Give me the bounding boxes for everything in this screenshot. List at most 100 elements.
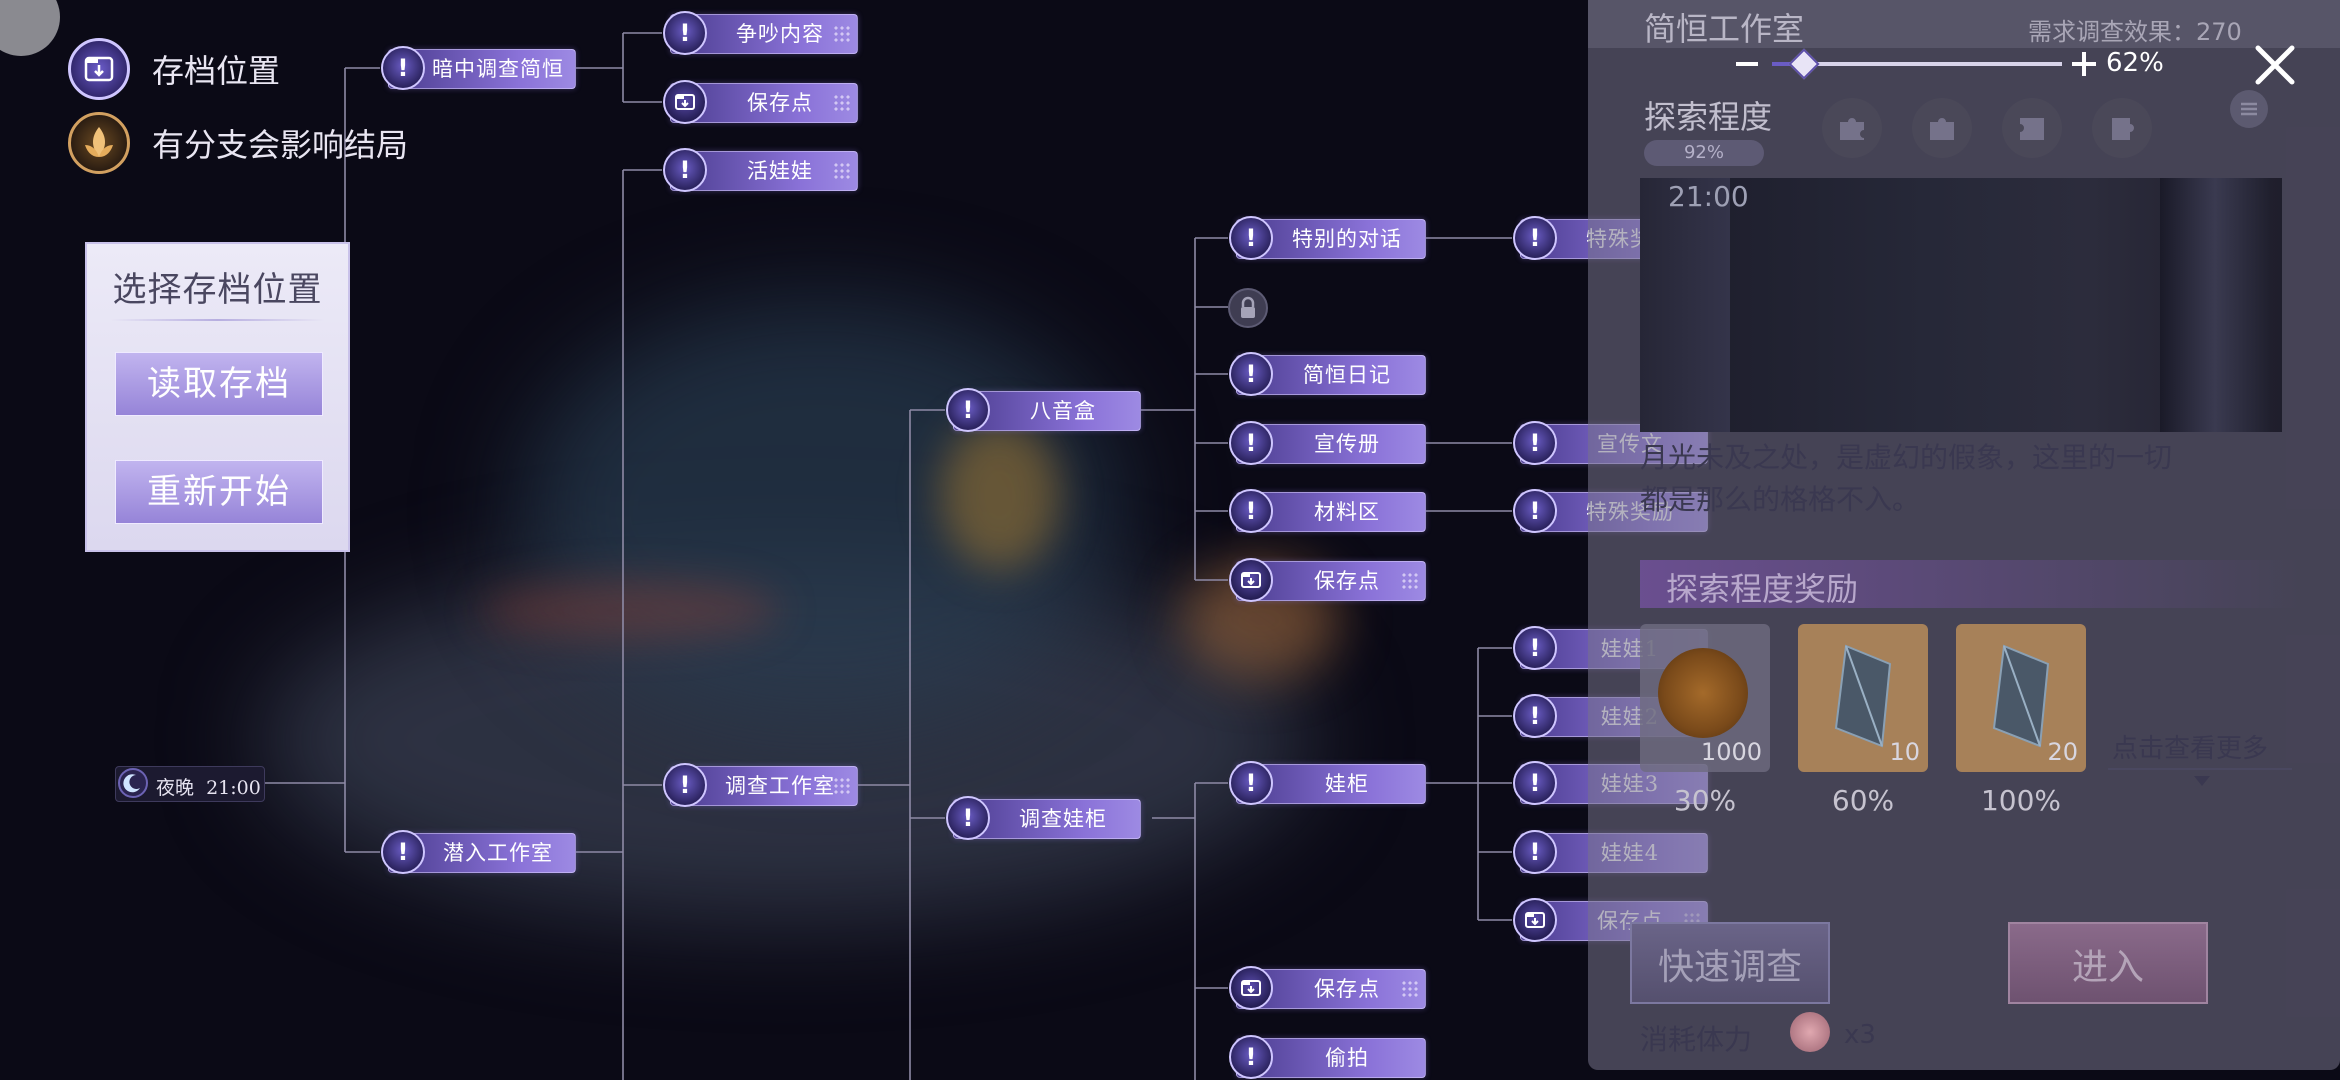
exclamation-icon: ! (663, 148, 707, 192)
save-folder-icon (1229, 966, 1273, 1010)
exclamation-icon: ! (663, 763, 707, 807)
reward-header-bar (1640, 560, 2300, 608)
enter-button[interactable]: 进入 (2008, 922, 2208, 1004)
quick-investigate-label: 快速调查 (1657, 947, 1802, 988)
node-diary[interactable]: ! 简恒日记 (1229, 352, 1426, 396)
stamina-flower-icon (1790, 1012, 1830, 1052)
zoom-slider-handle[interactable] (1788, 48, 1820, 80)
exclamation-icon: ! (381, 830, 425, 874)
location-detail-panel: 简恒工作室 需求调查效果：270 探索程度 92% 21:00 月光未及之处，是… (1588, 0, 2340, 1070)
scene-image: 21:00 (1640, 178, 2282, 432)
crystal-icon (1834, 644, 1892, 748)
exclamation-icon: ! (1513, 489, 1557, 533)
exclamation-icon: ! (1513, 626, 1557, 670)
node-dots (833, 94, 851, 112)
exclamation-icon: ! (1513, 761, 1557, 805)
reward-header: 探索程度奖励 (1666, 570, 1859, 608)
chevron-down-icon[interactable] (2194, 776, 2210, 786)
list-toggle-icon[interactable] (2230, 90, 2268, 128)
exclamation-icon: ! (1513, 694, 1557, 738)
crystal-icon (1992, 644, 2050, 748)
reward-threshold: 30% (1673, 784, 1737, 817)
reward-threshold: 60% (1831, 784, 1895, 817)
node-save-2[interactable]: 保存点 (1229, 558, 1426, 602)
node-brochure[interactable]: ! 宣传册 (1229, 421, 1426, 465)
exclamation-icon: ! (1229, 216, 1273, 260)
progress-badge: 92% (1644, 140, 1764, 166)
panel-title: 简恒工作室 (1644, 10, 1805, 48)
node-investigate-studio[interactable]: ! 调查工作室 (663, 763, 858, 807)
load-save-button[interactable]: 读取存档 (115, 352, 323, 416)
exclamation-icon: ! (946, 796, 990, 840)
node-living-doll[interactable]: ! 活娃娃 (663, 148, 858, 192)
zoom-control: 62% (1722, 44, 2182, 84)
node-material-area[interactable]: ! 材料区 (1229, 489, 1426, 533)
progress-label: 探索程度 (1644, 98, 1773, 136)
node-save-1[interactable]: 保存点 (663, 80, 858, 124)
scene-curtain (1640, 178, 1730, 432)
save-folder-icon (1229, 558, 1273, 602)
close-icon[interactable] (2250, 40, 2300, 90)
exclamation-icon: ! (1513, 830, 1557, 874)
view-more-link[interactable]: 点击查看更多 (2112, 734, 2269, 764)
time-marker: 夜晚 21:00 (115, 766, 265, 802)
puzzle-icon (2092, 98, 2152, 158)
reward-crystal-1[interactable]: 10 (1798, 624, 1928, 772)
node-save-3[interactable]: 保存点 (1229, 966, 1426, 1010)
exclamation-icon: ! (1229, 761, 1273, 805)
node-dots (833, 25, 851, 43)
node-doll-cabinet[interactable]: ! 娃柜 (1229, 761, 1426, 805)
progress-value: 92% (1683, 142, 1724, 163)
reward-threshold: 100% (1980, 784, 2062, 817)
zoom-track[interactable] (1772, 62, 2062, 66)
reward-coin[interactable]: 1000 (1640, 624, 1770, 772)
stamina-cost: x3 (1844, 1020, 1876, 1050)
scene-figure (2160, 178, 2270, 432)
node-special-talk[interactable]: ! 特别的对话 (1229, 216, 1426, 260)
stamina-label: 消耗体力 (1640, 1023, 1753, 1056)
save-folder-icon (1513, 898, 1557, 942)
zoom-label: 62% (2106, 48, 2164, 78)
legend-save-icon (68, 38, 130, 100)
minus-icon[interactable] (1736, 62, 1758, 66)
description-line-2: 都是那么的格格不入。 (1640, 483, 1921, 516)
node-sneak-photo[interactable]: ! 偷拍 (1229, 1035, 1426, 1079)
node-investigate-cabinet[interactable]: ! 调查娃柜 (946, 796, 1141, 840)
quick-investigate-button[interactable]: 快速调查 (1630, 922, 1830, 1004)
scene-time: 21:00 (1668, 180, 1749, 213)
menu-divider (111, 319, 324, 321)
save-location-menu: 选择存档位置 读取存档 重新开始 (85, 242, 350, 552)
branch-leaf-icon (68, 112, 130, 174)
node-dots (833, 162, 851, 180)
moon-icon (118, 768, 148, 798)
exclamation-icon: ! (381, 46, 425, 90)
reward-count: 10 (1889, 738, 1920, 766)
reward-crystal-2[interactable]: 20 (1956, 624, 2086, 772)
restart-button[interactable]: 重新开始 (115, 460, 323, 524)
reward-count: 20 (2047, 738, 2078, 766)
reward-count: 1000 (1700, 738, 1762, 766)
exclamation-icon: ! (1513, 216, 1557, 260)
exclamation-icon: ! (1229, 1035, 1273, 1079)
exclamation-icon: ! (946, 388, 990, 432)
lock-icon[interactable] (1228, 288, 1268, 328)
enter-label: 进入 (2071, 947, 2144, 988)
requirement-text: 需求调查效果：270 (2028, 18, 2242, 46)
puzzle-icon (1912, 98, 1972, 158)
node-secret-investigate[interactable]: ! 暗中调查简恒 (381, 46, 576, 90)
node-argument[interactable]: ! 争吵内容 (663, 11, 858, 55)
node-dots (1401, 980, 1419, 998)
node-dots (1401, 572, 1419, 590)
legend-save-label: 存档位置 (152, 52, 281, 90)
exclamation-icon: ! (1513, 421, 1557, 465)
save-folder-icon (663, 80, 707, 124)
plus-icon[interactable] (2072, 52, 2096, 76)
panel-header-bar (1588, 0, 2340, 48)
description-line-1: 月光未及之处，是虚幻的假象，这里的一切 (1640, 441, 2173, 474)
node-music-box[interactable]: ! 八音盒 (946, 388, 1141, 432)
background-roof (480, 580, 780, 640)
exclamation-icon: ! (1229, 421, 1273, 465)
node-sneak-studio[interactable]: ! 潜入工作室 (381, 830, 576, 874)
